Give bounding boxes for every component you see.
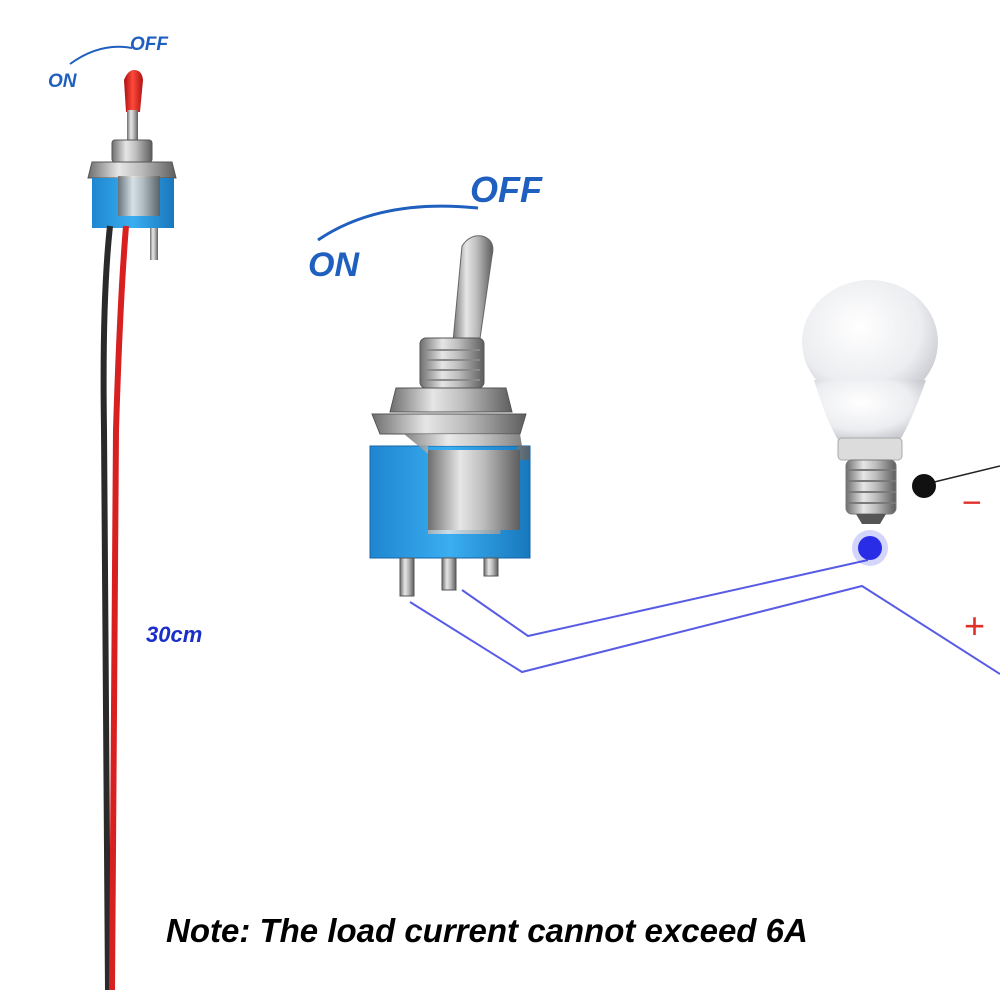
negative-terminal-dot bbox=[912, 474, 936, 498]
small-switch-nut bbox=[87, 161, 177, 179]
small-switch-bracket bbox=[118, 176, 160, 216]
positive-sign: + bbox=[964, 605, 986, 646]
small-switch bbox=[69, 45, 177, 260]
large-switch-arc bbox=[317, 204, 479, 242]
large-switch-off-label: OFF bbox=[470, 169, 542, 210]
lead-wires bbox=[100, 225, 129, 991]
large-switch-on-label: ON bbox=[308, 246, 359, 284]
small-switch-bushing bbox=[111, 139, 153, 163]
large-switch-pin-middle bbox=[441, 557, 457, 591]
small-switch-red-cap bbox=[124, 70, 143, 112]
large-switch-pin-right bbox=[483, 557, 499, 577]
large-switch bbox=[317, 204, 531, 597]
negative-lead bbox=[925, 465, 1000, 485]
bulb-neck bbox=[814, 380, 926, 440]
small-switch-off-label: OFF bbox=[130, 34, 168, 55]
large-switch-thread bbox=[424, 349, 480, 381]
negative-sign: − bbox=[962, 484, 982, 522]
bulb-collar bbox=[837, 437, 903, 461]
bulb-glass bbox=[802, 280, 938, 404]
circuit-wire-upper bbox=[461, 559, 869, 638]
large-switch-washer bbox=[371, 413, 527, 435]
small-switch-on-label: ON bbox=[48, 71, 77, 92]
circuit-wire-lower bbox=[409, 584, 1000, 675]
positive-terminal-dot bbox=[858, 536, 882, 560]
small-switch-arc bbox=[69, 45, 133, 65]
load-current-note: Note: The load current cannot exceed 6A bbox=[166, 912, 808, 949]
bulb-screw-base bbox=[845, 459, 897, 524]
large-switch-nut bbox=[389, 387, 513, 413]
circuit-wires bbox=[409, 465, 1000, 675]
light-bulb bbox=[802, 280, 938, 566]
small-switch-lever bbox=[127, 110, 138, 140]
small-switch-pin bbox=[150, 228, 158, 260]
large-switch-plate bbox=[428, 450, 520, 530]
black-wire bbox=[100, 225, 113, 991]
red-wire bbox=[109, 225, 129, 991]
wire-length-label: 30cm bbox=[146, 622, 203, 647]
large-switch-lever bbox=[451, 235, 494, 353]
large-switch-pin-left bbox=[399, 557, 415, 597]
